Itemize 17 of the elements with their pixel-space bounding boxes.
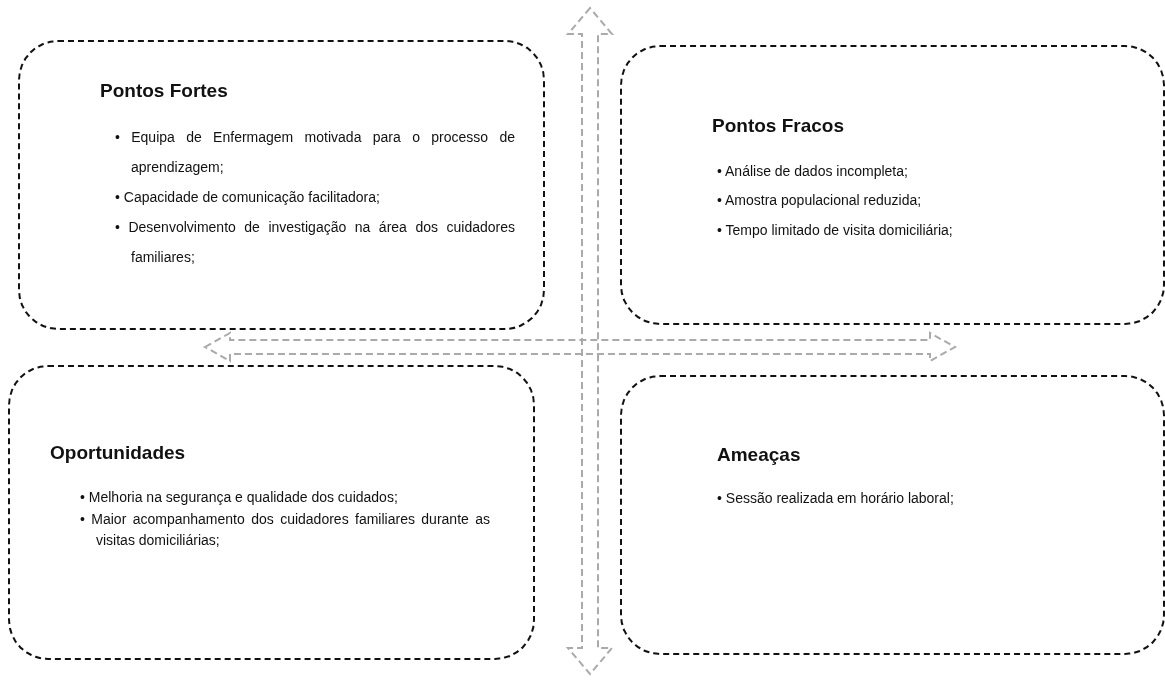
quadrant-box — [18, 40, 545, 330]
bullet-item: • Capacidade de comunicação facilitadora; — [115, 188, 381, 208]
bullet-item: • Desenvolvimento de investigação na área dos cuidadores familiares; — [115, 218, 515, 268]
bullet-item: • Maior acompanhamento dos cuidadores familiares durante as visitas domiciliárias; — [80, 509, 490, 551]
bullet-item: • Equipa de Enfermagem motivada para o processo de aprendizagem; — [115, 128, 515, 178]
bullet-item: • Tempo limitado de visita domiciliária; — [717, 220, 954, 240]
quadrant-heading: Pontos Fortes — [100, 80, 228, 102]
quadrant-box — [620, 45, 1165, 325]
bullet-item: • Análise de dados incompleta; — [717, 162, 909, 181]
quadrant-box — [620, 375, 1165, 655]
bullet-item: • Melhoria na segurança e qualidade dos cuidados; — [80, 488, 399, 507]
bullet-item: • Sessão realizada em horário laboral; — [717, 489, 955, 508]
quadrant-heading: Oportunidades — [50, 442, 186, 464]
quadrant-heading: Ameaças — [717, 444, 801, 466]
quadrant-box — [8, 365, 535, 660]
bullet-item: • Amostra populacional reduzida; — [717, 191, 923, 211]
quadrant-heading: Pontos Fracos — [712, 115, 844, 137]
